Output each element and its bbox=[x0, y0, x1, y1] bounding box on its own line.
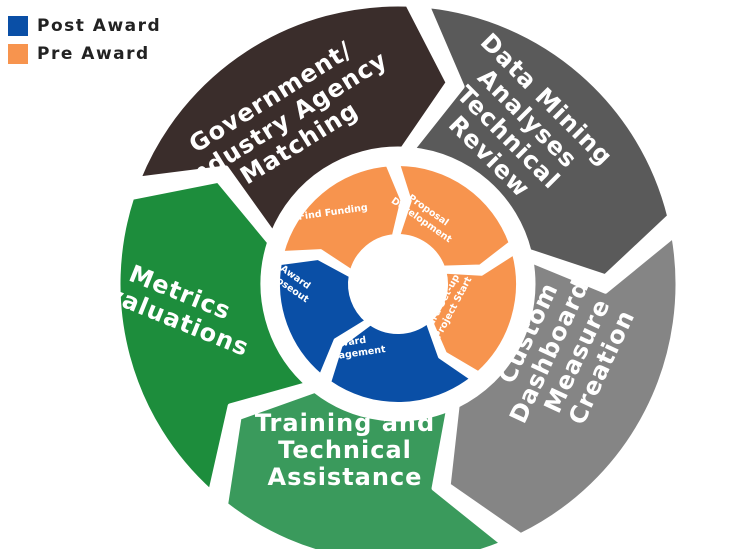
legend-item-pre-award: Pre Award bbox=[8, 40, 161, 68]
center-hub bbox=[352, 238, 444, 330]
pre-award-swatch bbox=[8, 44, 28, 64]
outer-segment-data-mining bbox=[409, 3, 673, 280]
post-award-swatch bbox=[8, 16, 28, 36]
inner-segment-award-management bbox=[327, 319, 474, 406]
outer-segment-dashboards bbox=[445, 232, 681, 539]
outer-segment-government bbox=[135, 1, 451, 236]
legend-label: Post Award bbox=[37, 16, 162, 36]
outer-label-line: Technical bbox=[278, 436, 412, 464]
legend-item-post-award: Post Award bbox=[8, 12, 161, 40]
inner-segment-proposal-development bbox=[396, 162, 513, 270]
inner-segment-find-funding bbox=[280, 162, 405, 274]
outer-label-line: Training and bbox=[255, 409, 435, 437]
inner-segment-award-setup bbox=[428, 250, 520, 376]
legend-label: Pre Award bbox=[37, 44, 150, 64]
outer-segment-label-dashboards: CustomDashboardsMeasureCreation bbox=[480, 250, 651, 451]
outer-segment-metrics bbox=[115, 177, 311, 495]
inner-segment-award-closeout bbox=[276, 256, 370, 378]
outer-label-line: Assistance bbox=[268, 463, 423, 491]
legend: Post Award Pre Award bbox=[8, 12, 161, 68]
outer-segment-training bbox=[223, 387, 506, 549]
